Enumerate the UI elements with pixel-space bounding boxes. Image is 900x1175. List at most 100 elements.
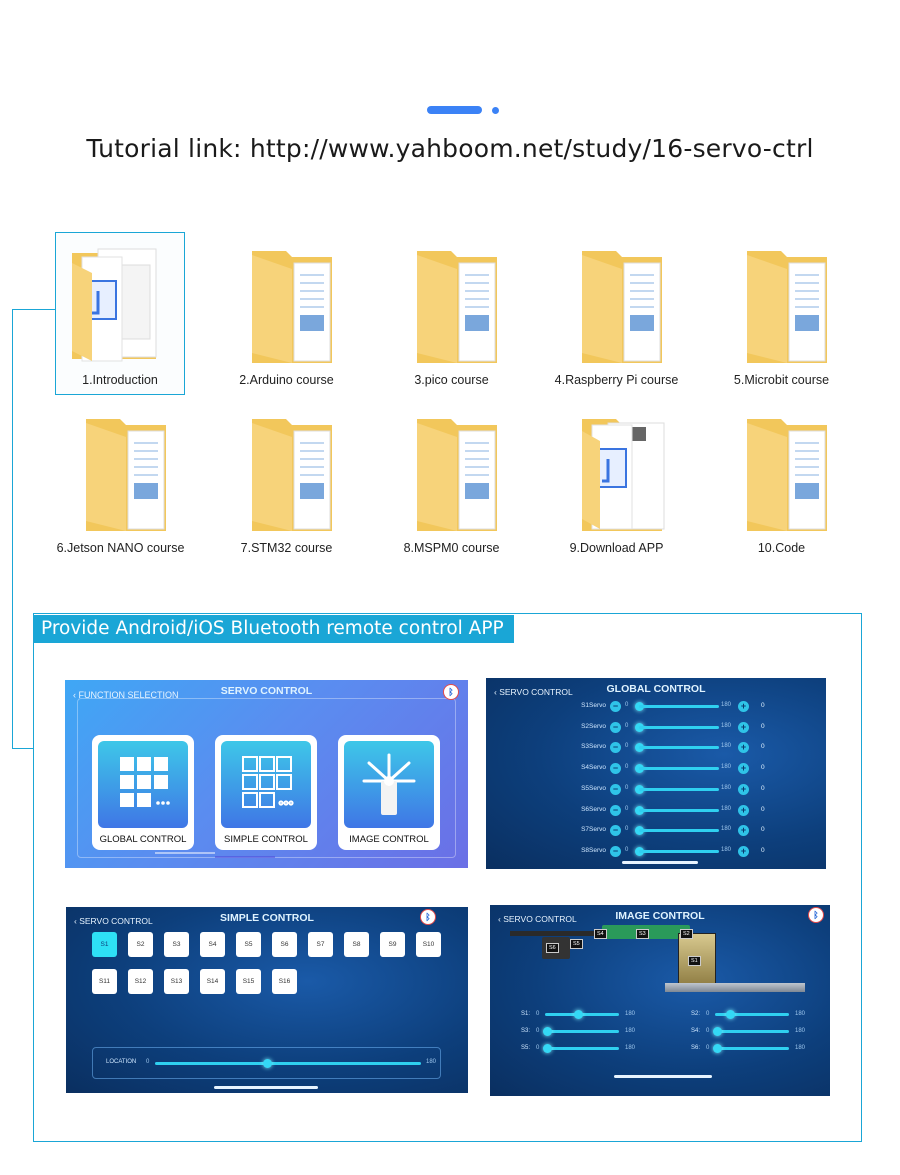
slider-label: S2:	[691, 1011, 701, 1017]
servo-button-s16[interactable]: S16	[272, 969, 297, 994]
folder-introduction[interactable]: 1.Introduction	[55, 232, 185, 395]
minus-icon[interactable]: −	[610, 701, 621, 712]
servo-button-s3[interactable]: S3	[164, 932, 189, 957]
folder-download-app[interactable]: 9.Download APP	[534, 401, 699, 561]
slider-label: S1:	[521, 1011, 531, 1017]
location-slider-knob[interactable]	[262, 1059, 272, 1068]
document-folder-icon	[72, 248, 157, 362]
folder-mspm0[interactable]: 8.MSPM0 course	[369, 401, 534, 561]
image-control-card[interactable]: IMAGE CONTROL	[338, 735, 440, 850]
connector-line	[12, 309, 13, 749]
minus-icon[interactable]: −	[610, 721, 621, 733]
slider-track[interactable]	[715, 1030, 789, 1033]
servo-max: 180	[721, 784, 732, 791]
slider-knob[interactable]	[543, 1027, 552, 1036]
minus-icon[interactable]: −	[610, 845, 621, 857]
servo-button-s12[interactable]: S12	[128, 969, 153, 994]
minus-icon[interactable]: −	[610, 825, 621, 837]
folder-code[interactable]: 10.Code	[699, 401, 864, 561]
location-track[interactable]	[155, 1062, 421, 1065]
decorative-bar	[427, 106, 482, 114]
servo-name: S8Servo	[581, 846, 606, 854]
plus-icon[interactable]: +	[738, 721, 749, 733]
servo-button-s7[interactable]: S7	[308, 932, 333, 957]
plus-icon[interactable]: +	[738, 783, 749, 795]
folder-stm32[interactable]: 7.STM32 course	[204, 401, 369, 561]
folder-jetson-nano[interactable]: 6.Jetson NANO course	[38, 401, 203, 561]
servo-button-s5[interactable]: S5	[236, 932, 261, 957]
slider-track[interactable]	[715, 1013, 789, 1016]
back-button[interactable]: ‹ SERVO CONTROL	[498, 914, 577, 924]
simple-control-card[interactable]: SIMPLE CONTROL	[215, 735, 317, 850]
minus-icon[interactable]: −	[610, 742, 621, 754]
folder-icon	[252, 251, 332, 363]
minus-icon[interactable]: −	[610, 763, 621, 775]
plus-icon[interactable]: +	[738, 701, 749, 712]
servo-button-s8[interactable]: S8	[344, 932, 369, 957]
servo-track[interactable]	[639, 746, 719, 750]
back-button[interactable]: ‹ SERVO CONTROL	[74, 916, 153, 926]
screen-title: IMAGE CONTROL	[615, 910, 705, 922]
servo-button-s14[interactable]: S14	[200, 969, 225, 994]
plus-icon[interactable]: +	[738, 825, 749, 837]
slider-track[interactable]	[545, 1030, 619, 1033]
servo-button-s4[interactable]: S4	[200, 932, 225, 957]
servo-track[interactable]	[639, 787, 719, 791]
servo-button-s2[interactable]: S2	[128, 932, 153, 957]
minus-icon[interactable]: −	[610, 804, 621, 816]
plus-icon[interactable]: +	[738, 804, 749, 816]
servo-button-s10[interactable]: S10	[416, 932, 441, 957]
servo-max: 180	[721, 846, 732, 853]
servo-button-s11[interactable]: S11	[92, 969, 117, 994]
back-button[interactable]: ‹ FUNCTION SELECTION	[73, 690, 179, 700]
plus-icon[interactable]: +	[738, 845, 749, 857]
global-control-card[interactable]: GLOBAL CONTROL	[92, 735, 194, 850]
servo-track[interactable]	[639, 829, 719, 833]
servo-track[interactable]	[639, 705, 719, 708]
servo-button-s15[interactable]: S15	[236, 969, 261, 994]
servo-control-screen: ‹ FUNCTION SELECTION SERVO CONTROL ᛒ GLO…	[65, 680, 468, 868]
servo-button-s9[interactable]: S9	[380, 932, 405, 957]
servo-button-s13[interactable]: S13	[164, 969, 189, 994]
slider-knob[interactable]	[713, 1044, 722, 1053]
slider-knob[interactable]	[726, 1010, 736, 1019]
servo-value: 0	[761, 826, 765, 834]
servo-button-s6[interactable]: S6	[272, 932, 297, 957]
decorative-dot	[492, 107, 499, 114]
slider-track[interactable]	[715, 1047, 789, 1050]
global-control-screen: ‹ SERVO CONTROL GLOBAL CONTROL S1Servo−0…	[486, 678, 826, 869]
back-button[interactable]: ‹ SERVO CONTROL	[494, 687, 573, 697]
servo-track[interactable]	[639, 725, 719, 729]
home-indicator	[614, 1075, 712, 1078]
tutorial-link[interactable]: Tutorial link: http://www.yahboom.net/st…	[86, 134, 814, 163]
decorative-line	[155, 852, 215, 854]
slider-track[interactable]	[545, 1047, 619, 1050]
servo-min: 0	[625, 743, 629, 750]
folder-arduino[interactable]: 2.Arduino course	[204, 233, 369, 393]
servo-max: 180	[721, 764, 732, 771]
connector-line	[12, 748, 34, 749]
servo-track[interactable]	[639, 767, 719, 771]
slider-label: S6:	[691, 1045, 701, 1051]
slider-knob[interactable]	[574, 1010, 584, 1019]
folder-microbit[interactable]: 5.Microbit course	[699, 233, 864, 393]
folder-raspberry-pi[interactable]: 4.Raspberry Pi course	[534, 233, 699, 393]
card-label: SIMPLE CONTROL	[224, 834, 308, 845]
slider-knob[interactable]	[543, 1044, 552, 1053]
folder-pico[interactable]: 3.pico course	[369, 233, 534, 393]
bluetooth-off-icon[interactable]: ᛒ	[443, 684, 459, 700]
plus-icon[interactable]: +	[738, 742, 749, 754]
plus-icon[interactable]: +	[738, 763, 749, 775]
servo-track[interactable]	[639, 849, 719, 853]
minus-icon[interactable]: −	[610, 783, 621, 795]
bluetooth-off-icon[interactable]: ᛒ	[808, 907, 824, 923]
servo-button-s1[interactable]: S1	[92, 932, 117, 957]
slider-knob[interactable]	[713, 1027, 722, 1036]
servo-track[interactable]	[639, 808, 719, 812]
servo-value: 0	[761, 702, 765, 709]
bluetooth-off-icon[interactable]: ᛒ	[420, 909, 436, 925]
